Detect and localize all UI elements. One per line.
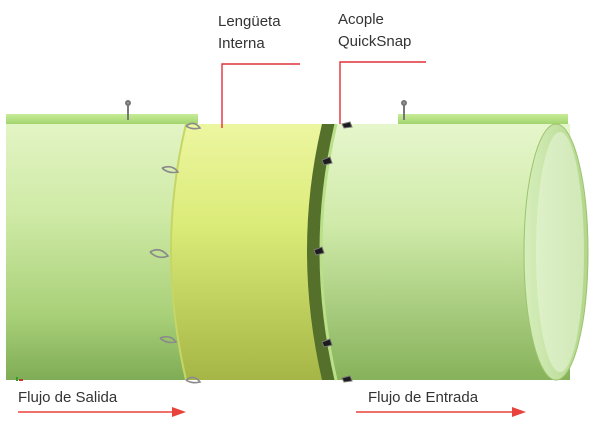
flow-arrow-icon [512,407,526,417]
coupling-leader-line [339,61,426,124]
outflow-label: Flujo de Salida [18,389,118,406]
inner-tab-label-line1: Lengüeta [218,13,281,30]
inflow-pipe-mouth-inner [536,132,584,372]
latch-icon [313,121,353,383]
axis-marker [16,377,23,381]
coupling-label-line2: QuickSnap [338,33,412,50]
inflow-label: Flujo de Entrada [368,389,479,406]
coupling-joint-ring [307,124,336,380]
right-top-strip [398,114,568,126]
inner-tab-leader-line [221,63,300,128]
inner-tab-label-line2: Interna [218,35,265,52]
outflow-arrow [18,407,186,417]
inflow-pipe [318,124,570,380]
clip-icon [149,122,202,384]
flow-arrow-icon [172,407,186,417]
outflow-pipe [6,124,186,380]
left-top-strip [6,114,198,126]
coupling-label-line1: Acople [338,11,384,28]
inflow-arrow [356,407,526,417]
inner-tab-band [171,124,336,380]
clip-icon [125,100,407,120]
inner-tab-band-left-edge [170,123,187,381]
